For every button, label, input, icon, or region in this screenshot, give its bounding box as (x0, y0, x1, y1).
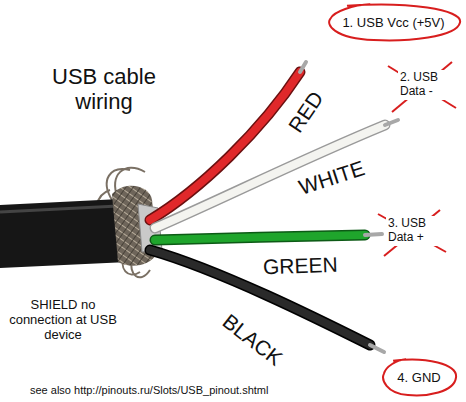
shield-note: SHIELD no connection at USB device (4, 298, 122, 343)
circle-outline (329, 4, 460, 40)
circle-outline (383, 359, 456, 395)
wire-color-label: BLACK (217, 309, 286, 370)
pin-name: 1. USB Vcc (+5V) (342, 15, 444, 30)
cable-jacket (0, 199, 128, 268)
pin-name: 3. USB Data + (386, 216, 446, 246)
circled-pin: 1. USB Vcc (+5V) (325, 2, 462, 43)
wires (150, 62, 398, 352)
circled-pin: 4. GND (380, 357, 458, 398)
pin-name: 2. USB Data - (398, 70, 460, 100)
pin-name: 4. GND (397, 370, 440, 385)
diagram-title: USB cable wiring (34, 64, 174, 115)
reference-note: see also http://pinouts.ru/Slots/USB_pin… (30, 384, 268, 397)
wire-color-label: GREEN (262, 253, 337, 280)
